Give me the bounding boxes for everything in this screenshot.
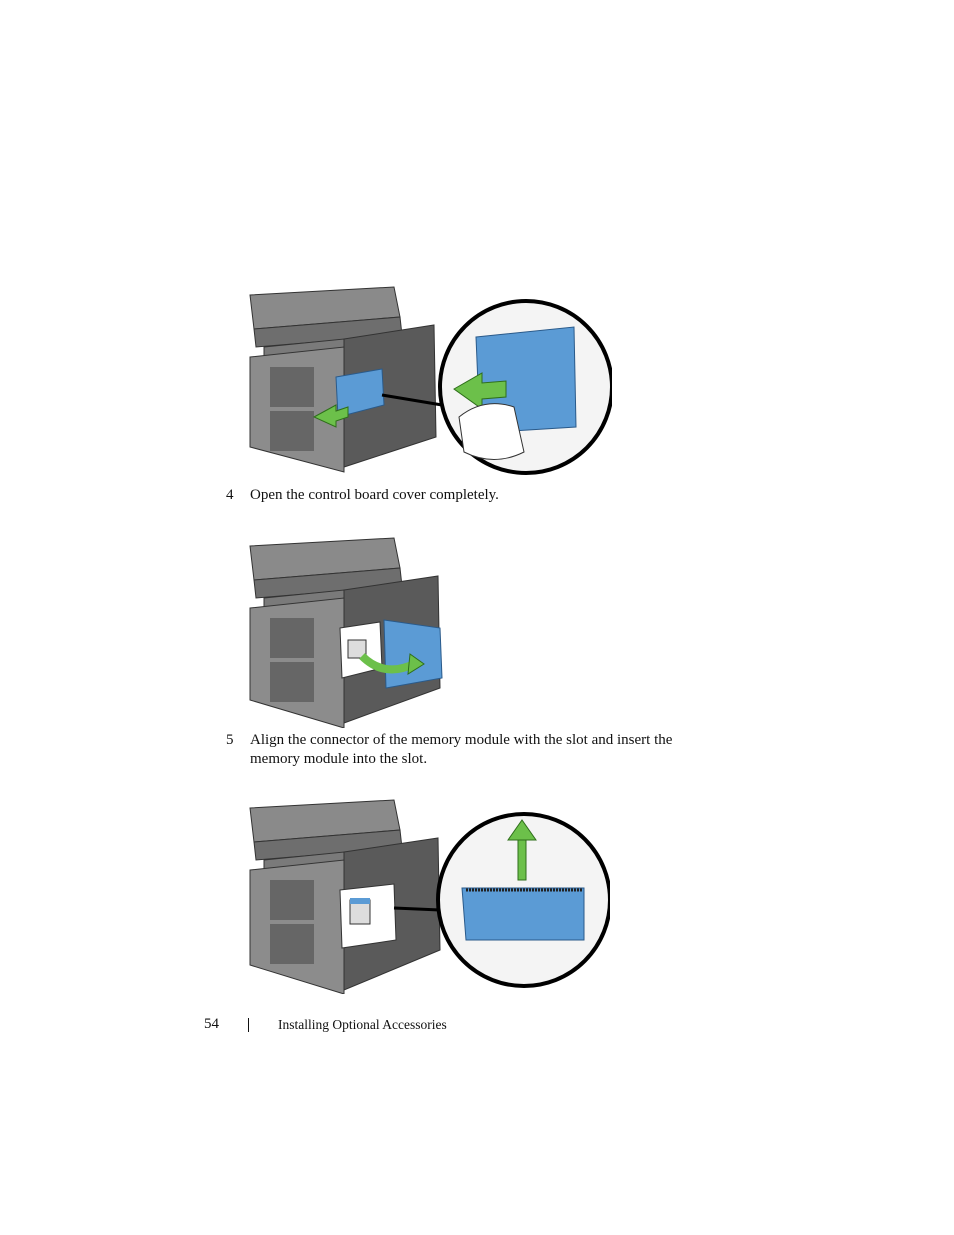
step-number: 5 [226,732,234,748]
page-number: 54 [204,1016,219,1032]
section-title: Installing Optional Accessories [278,1017,447,1032]
printer-illustration-cover-removal [249,286,612,475]
footer-separator [248,1018,249,1032]
figure-insert-memory [244,790,610,994]
figure-remove-cover [244,277,612,485]
memory-module [461,887,585,941]
step-text: Align the connector of the memory module… [250,732,673,767]
step-text: Open the control board cover completely. [250,487,499,503]
printer-illustration-cover-open [249,537,443,728]
step-number: 4 [226,487,234,503]
figure-open-cover [244,528,444,728]
printer-illustration-memory-insert [249,799,610,994]
